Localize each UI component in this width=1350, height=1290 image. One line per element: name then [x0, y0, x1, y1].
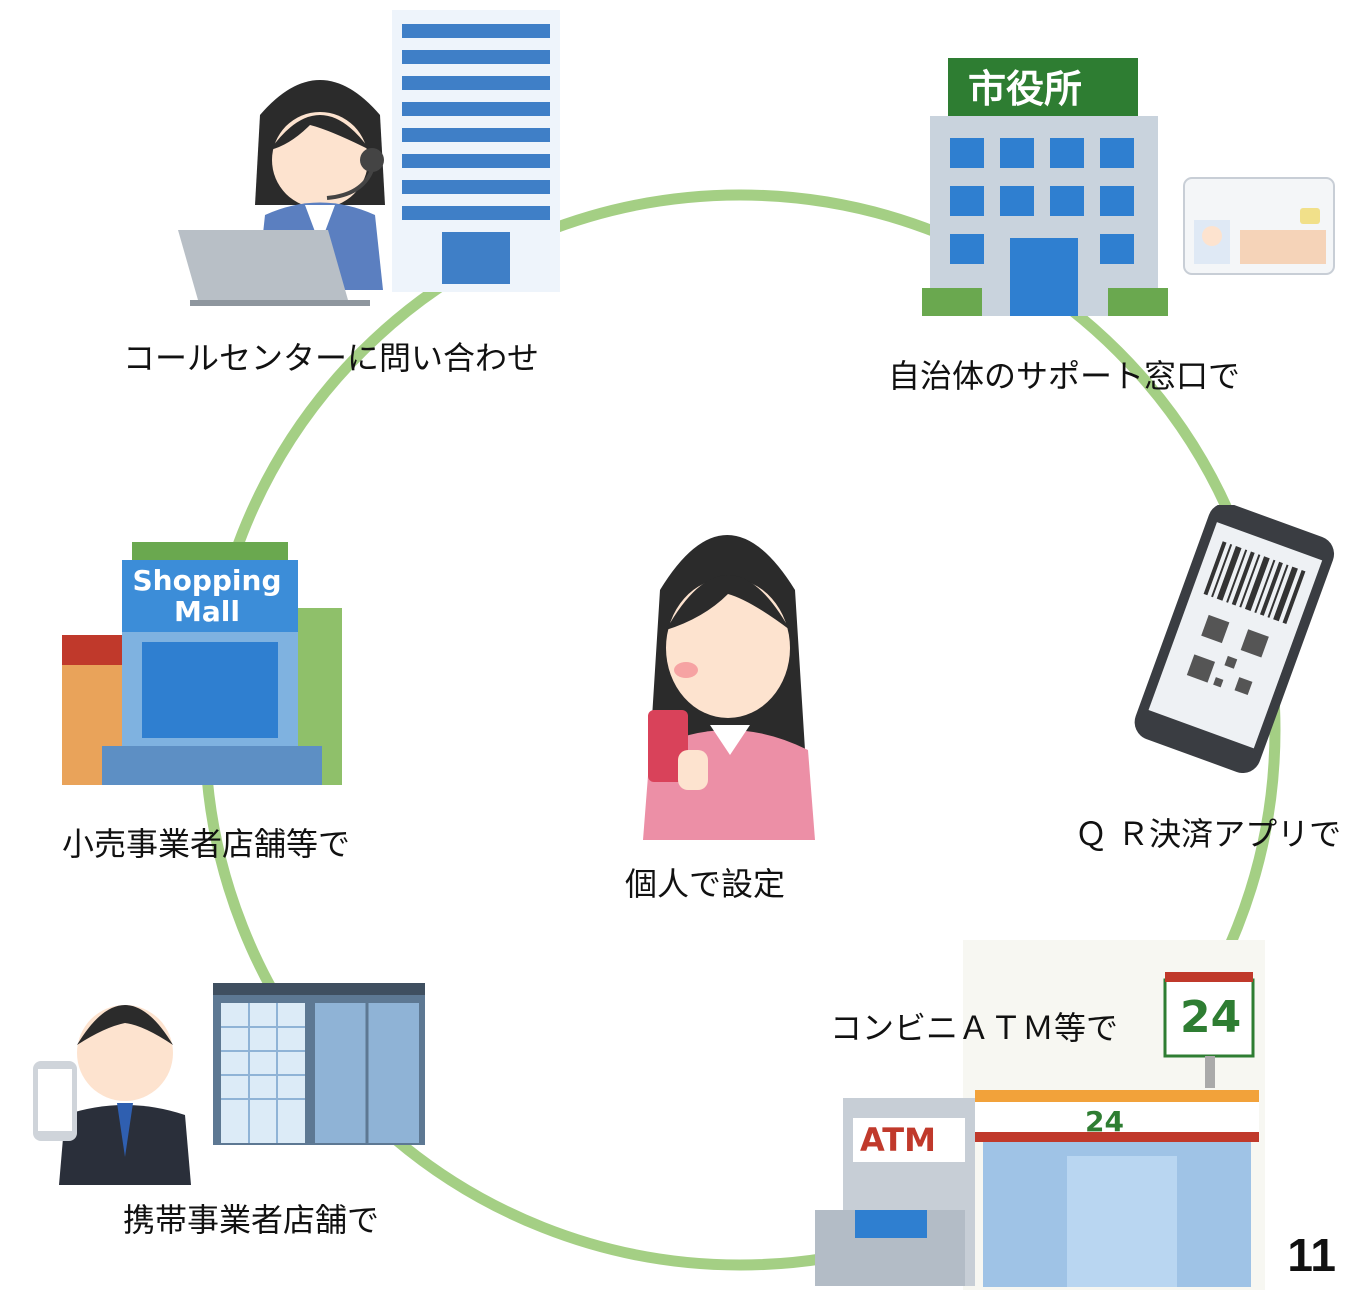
page-number: 11	[1287, 1229, 1336, 1281]
retail-store-label: 小売事業者店舗等で	[62, 825, 351, 863]
store-pole-sign-24: 24	[1180, 992, 1242, 1043]
call-center-illustration	[178, 10, 560, 306]
shopping-mall-illustration	[62, 542, 342, 785]
call-center-label: コールセンターに問い合わせ	[123, 339, 540, 377]
mall-sign: Shopping Mall	[132, 564, 282, 628]
atm-sign: ATM	[860, 1121, 936, 1159]
city-hall-sign: 市役所	[968, 67, 1083, 111]
center-label: 個人で設定	[625, 865, 786, 903]
city-hall-illustration	[922, 58, 1335, 316]
qr-app-label: Ｑ Ｒ決済アプリで	[1075, 815, 1342, 853]
store-front-sign-24: 24	[1085, 1105, 1124, 1138]
mobile-shop-label: 携帯事業者店舗で	[123, 1201, 380, 1239]
smartphone-qr-illustration	[1134, 505, 1335, 773]
mobile-shop-illustration	[33, 983, 425, 1185]
city-hall-label: 自治体のサポート窓口で	[888, 357, 1241, 395]
person-with-phone-illustration	[643, 535, 815, 840]
convenience-store-illustration	[815, 940, 1265, 1290]
convenience-store-label: コンビニＡＴＭ等で	[830, 1009, 1119, 1047]
